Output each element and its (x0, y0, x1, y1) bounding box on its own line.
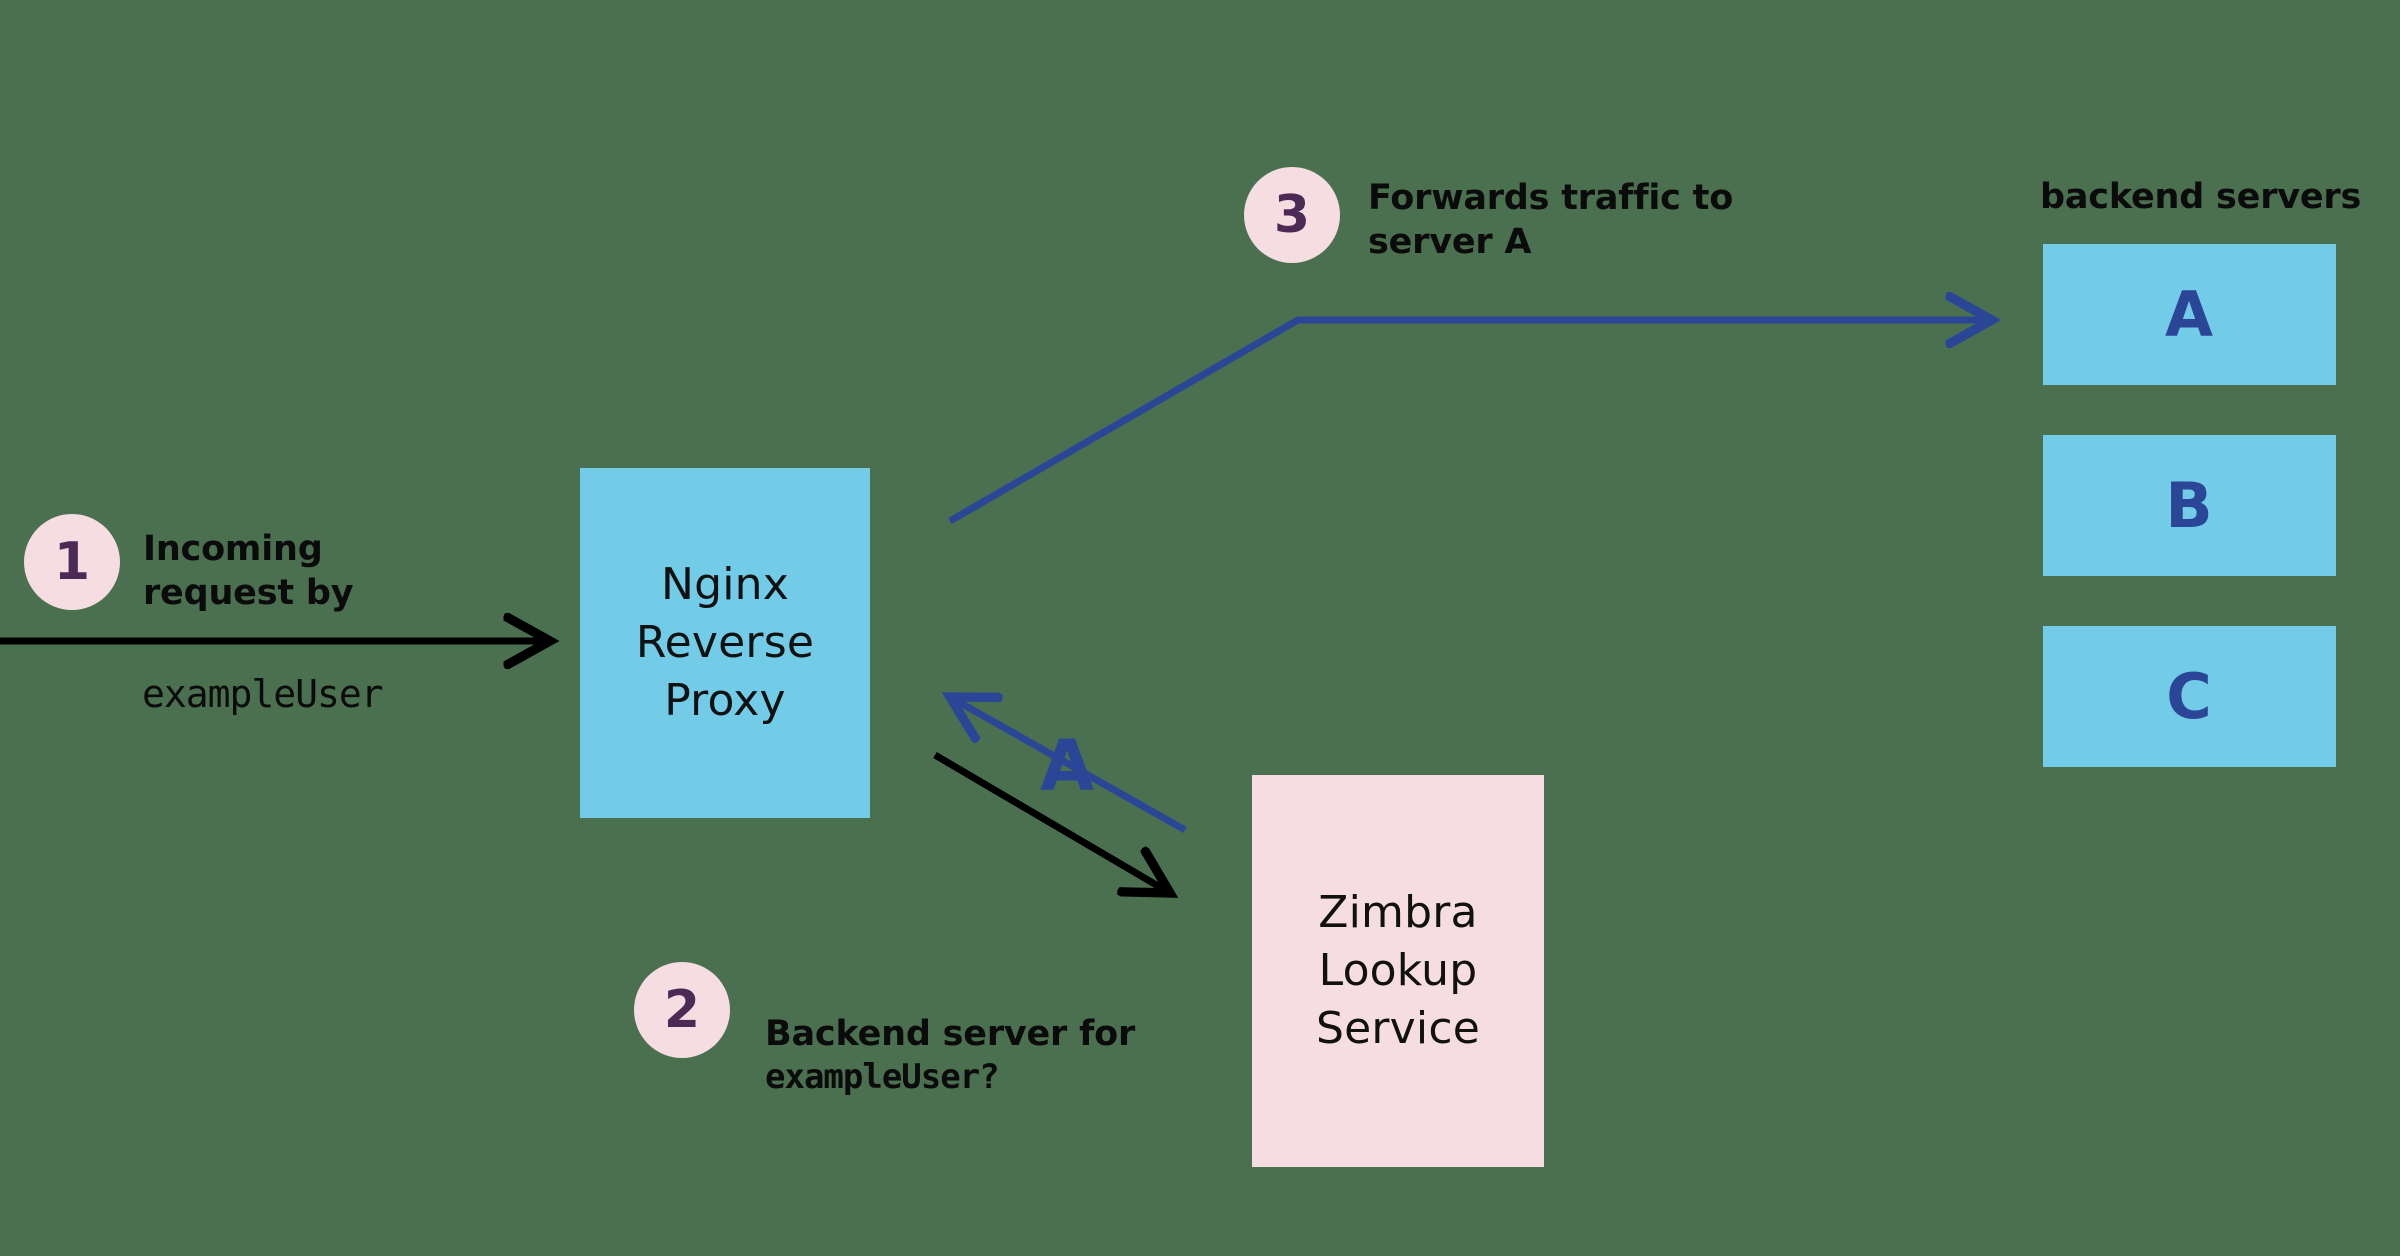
step-1-user-token: exampleUser (142, 672, 384, 716)
node-nginx-reverse-proxy-label: Nginx Reverse Proxy (635, 558, 815, 727)
step-3-label: Forwards traffic to server A (1368, 178, 1734, 263)
step-badge-2-number: 2 (663, 980, 701, 1040)
server-box-a-letter: A (2165, 278, 2214, 351)
server-box-c[interactable]: C (2043, 626, 2336, 767)
step-badge-2: 2 (634, 962, 730, 1058)
step-badge-3-number: 3 (1273, 185, 1311, 245)
step-2-label-text: Backend server for (765, 1014, 1136, 1055)
step-badge-1: 1 (24, 514, 120, 610)
step-badge-3: 3 (1244, 167, 1340, 263)
server-box-c-letter: C (2166, 660, 2213, 733)
node-zimbra-lookup-service-label: Zimbra Lookup Service (1315, 886, 1480, 1055)
node-zimbra-lookup-service[interactable]: Zimbra Lookup Service (1252, 775, 1544, 1167)
step-1-label: Incoming request by (143, 529, 354, 614)
lookup-reply-letter: A (1040, 725, 1095, 807)
edge-proxy-to-server-a (948, 320, 1992, 525)
server-box-b[interactable]: B (2043, 435, 2336, 576)
step-2-user-token: exampleUser? (765, 1057, 1000, 1098)
server-box-a[interactable]: A (2043, 244, 2336, 385)
backend-servers-group-label: backend servers (2040, 177, 2362, 217)
step-2-label: Backend server for exampleUser? (765, 968, 1135, 1143)
step-badge-1-number: 1 (53, 532, 91, 592)
server-box-b-letter: B (2165, 469, 2214, 542)
node-nginx-reverse-proxy[interactable]: Nginx Reverse Proxy (580, 468, 870, 818)
